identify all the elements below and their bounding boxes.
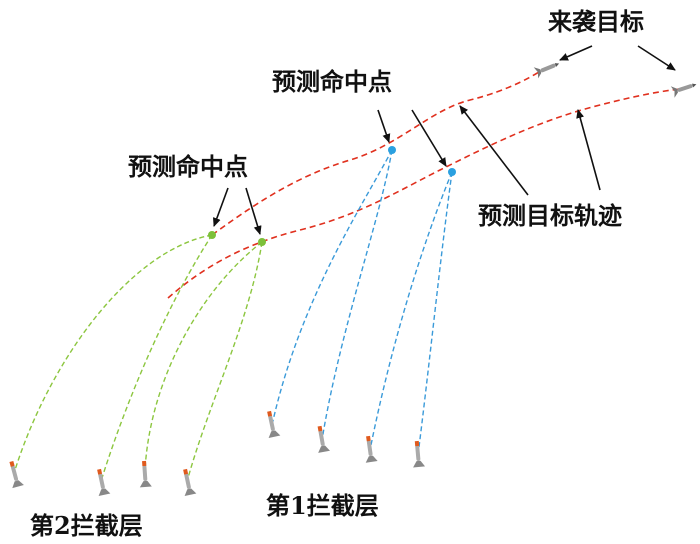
layer2-label: 第2拦截层 [30, 511, 143, 540]
target-trajectory-upper [211, 67, 546, 236]
interceptor-missile-icon [183, 468, 197, 496]
layer1-path-3 [369, 171, 453, 451]
interceptor-missile-icon [139, 460, 152, 488]
predicted-hit-point-label-upper: 预测命中点 [272, 67, 392, 96]
incoming-missile-icon [670, 83, 697, 98]
predicted-hit-point-label-lower: 预测命中点 [128, 152, 248, 181]
interceptor-missile-icon [267, 410, 281, 438]
hit-point-layer2-b [258, 238, 266, 246]
layer2-path-3 [144, 241, 263, 471]
layer1-path-1 [271, 149, 393, 426]
interceptor-missile-icon [317, 425, 330, 453]
interceptor-missile-icon [413, 440, 426, 468]
interceptor-missile-icon [97, 468, 111, 496]
hit-point-layer1-b [448, 168, 456, 176]
layer2-path-4 [187, 241, 263, 479]
layer1-label: 第1拦截层 [266, 491, 379, 520]
interceptor-missile-icon [9, 460, 24, 489]
layer2-path-2 [101, 234, 213, 479]
predicted-target-trajectory-label: 预测目标轨迹 [478, 201, 622, 230]
incoming-targets-label: 来袭目标 [548, 7, 644, 36]
layer1-path-4 [417, 171, 453, 456]
target-trajectory-lower [167, 87, 691, 299]
interceptor-missile-icon [365, 435, 378, 463]
layer2-path-1 [14, 234, 213, 471]
annotation-arrows [213, 45, 676, 235]
hit-point-layer1-a [388, 146, 396, 154]
hit-point-layer2-a [208, 231, 216, 239]
incoming-missile-icon [533, 63, 560, 79]
